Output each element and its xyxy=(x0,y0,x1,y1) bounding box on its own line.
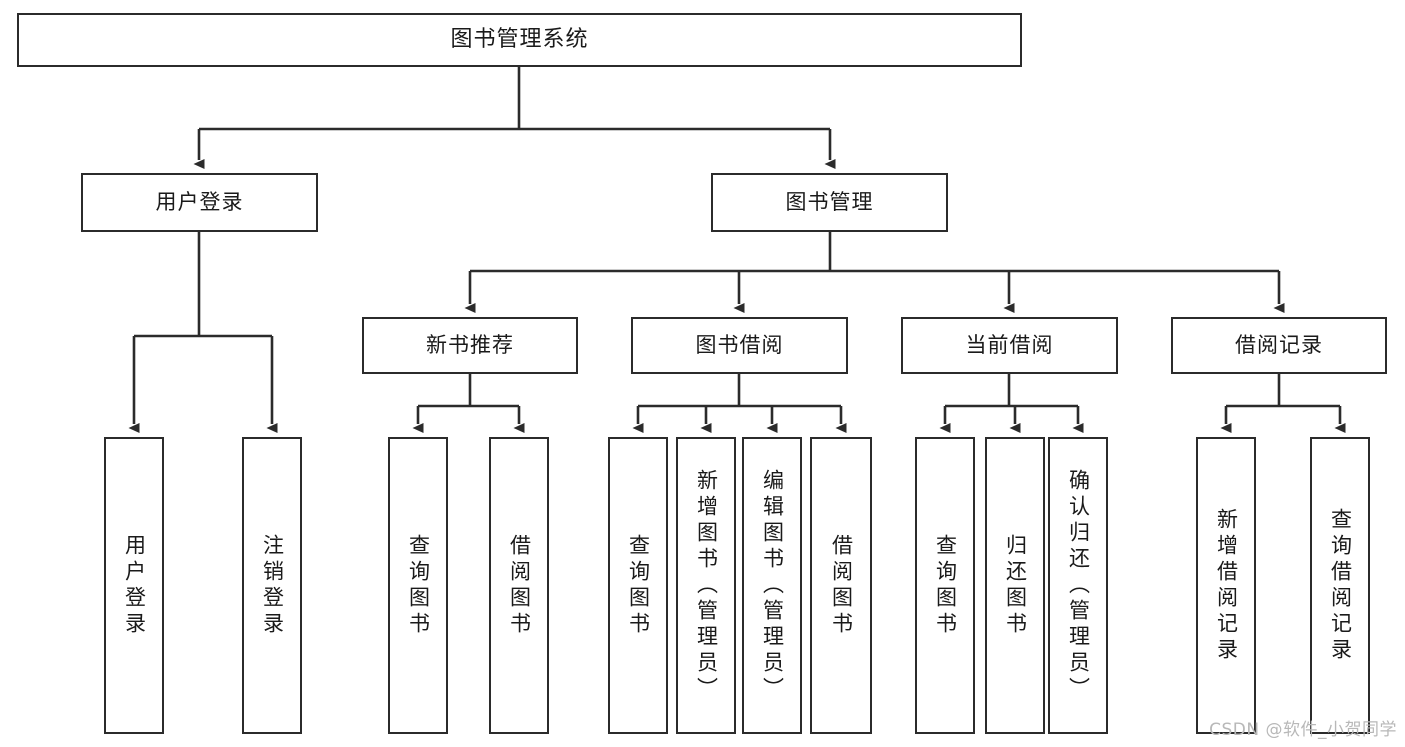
node-leaf-add-borrow-record[interactable]: 新增借阅记录 xyxy=(1196,437,1256,734)
node-leaf-label: 新增图书（管理员） xyxy=(694,468,719,703)
node-user-login[interactable]: 用户登录 xyxy=(81,173,318,232)
node-leaf-label: 新增借阅记录 xyxy=(1214,507,1239,664)
node-leaf-query-book-rec[interactable]: 查询图书 xyxy=(388,437,448,734)
node-leaf-query-book-current[interactable]: 查询图书 xyxy=(915,437,975,734)
node-leaf-label: 查询图书 xyxy=(406,533,431,638)
node-leaf-user-logout[interactable]: 注销登录 xyxy=(242,437,302,734)
node-book-borrow[interactable]: 图书借阅 xyxy=(631,317,848,374)
node-leaf-return-book[interactable]: 归还图书 xyxy=(985,437,1045,734)
node-root-label: 图书管理系统 xyxy=(450,26,589,52)
node-leaf-user-login[interactable]: 用户登录 xyxy=(104,437,164,734)
node-leaf-label: 注销登录 xyxy=(260,533,285,638)
node-leaf-label: 借阅图书 xyxy=(507,533,532,638)
node-current-borrow-label: 当前借阅 xyxy=(965,332,1054,357)
node-leaf-label: 查询图书 xyxy=(626,533,651,638)
node-current-borrow[interactable]: 当前借阅 xyxy=(901,317,1118,374)
node-leaf-query-book-borrow[interactable]: 查询图书 xyxy=(608,437,668,734)
watermark: CSDN @软件_小贺同学 xyxy=(1209,720,1397,740)
node-book-borrow-label: 图书借阅 xyxy=(695,332,784,357)
node-borrow-record-label: 借阅记录 xyxy=(1235,332,1323,357)
node-new-book-recommend-label: 新书推荐 xyxy=(426,332,514,357)
node-new-book-recommend[interactable]: 新书推荐 xyxy=(362,317,578,374)
node-leaf-borrow-book-rec[interactable]: 借阅图书 xyxy=(489,437,549,734)
node-borrow-record[interactable]: 借阅记录 xyxy=(1171,317,1387,374)
node-leaf-label: 确认归还（管理员） xyxy=(1066,468,1091,703)
node-leaf-label: 借阅图书 xyxy=(829,533,854,638)
node-user-login-label: 用户登录 xyxy=(155,189,244,214)
node-leaf-borrow-book[interactable]: 借阅图书 xyxy=(810,437,872,734)
node-root[interactable]: 图书管理系统 xyxy=(17,13,1022,67)
node-leaf-label: 归还图书 xyxy=(1003,533,1028,638)
node-leaf-edit-book-admin[interactable]: 编辑图书（管理员） xyxy=(742,437,802,734)
node-leaf-confirm-return-admin[interactable]: 确认归还（管理员） xyxy=(1048,437,1108,734)
node-leaf-label: 编辑图书（管理员） xyxy=(760,468,785,703)
node-book-manage[interactable]: 图书管理 xyxy=(711,173,948,232)
node-leaf-label: 查询图书 xyxy=(933,533,958,638)
node-leaf-add-book-admin[interactable]: 新增图书（管理员） xyxy=(676,437,736,734)
node-leaf-label: 用户登录 xyxy=(122,533,147,638)
node-leaf-label: 查询借阅记录 xyxy=(1328,507,1353,664)
node-book-manage-label: 图书管理 xyxy=(785,189,874,214)
node-leaf-query-borrow-record[interactable]: 查询借阅记录 xyxy=(1310,437,1370,734)
